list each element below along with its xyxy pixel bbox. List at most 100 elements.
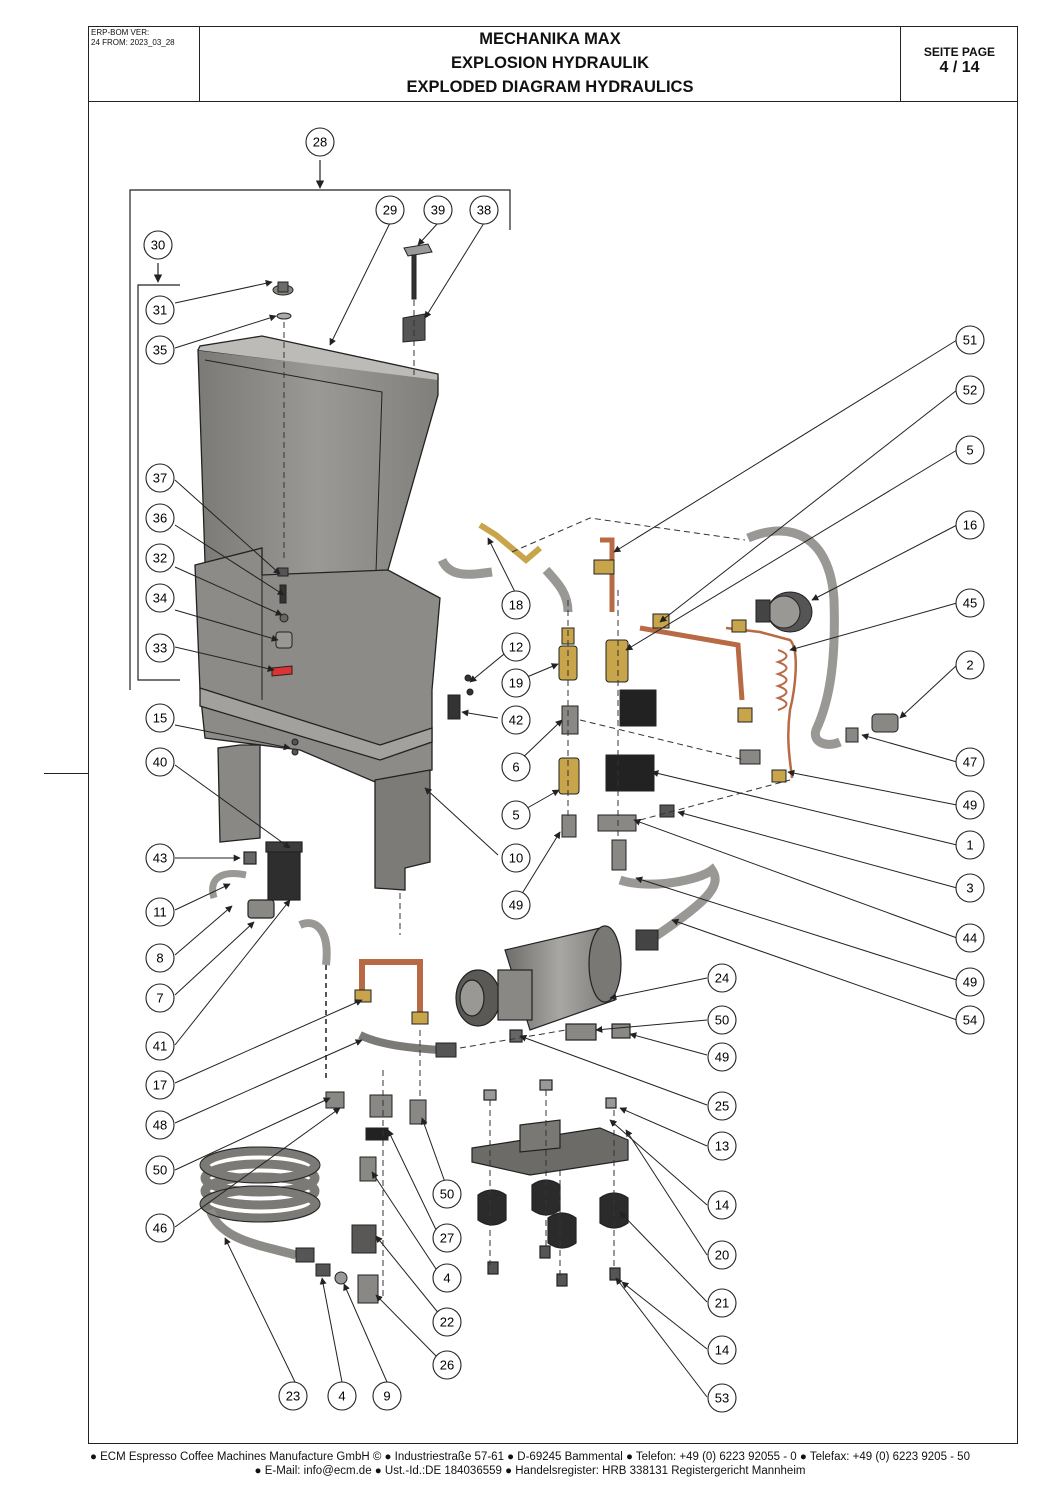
callout-label: 50 [153, 1163, 167, 1178]
callout-circle [423, 195, 453, 225]
callout-circle [432, 1223, 462, 1253]
callout-label: 3 [966, 881, 973, 896]
callout-13: 13 [707, 1131, 737, 1161]
callout-circle [501, 800, 531, 830]
callout-circle [501, 590, 531, 620]
callout-11: 11 [145, 897, 175, 927]
callout-2: 2 [955, 650, 985, 680]
callout-label: 14 [715, 1343, 729, 1358]
callout-49: 49 [501, 890, 531, 920]
callout-label: 31 [153, 303, 167, 318]
callout-circle [707, 1190, 737, 1220]
version-date: 24 FROM: 2023_03_28 [91, 38, 175, 47]
callout-49: 49 [955, 790, 985, 820]
callout-label: 36 [153, 511, 167, 526]
page-label: SEITE PAGE [923, 45, 996, 59]
tank-bracket [194, 547, 441, 891]
callout-label: 4 [338, 1389, 345, 1404]
callout-49: 49 [707, 1042, 737, 1072]
callout-31: 31 [145, 295, 175, 325]
callout-51: 51 [955, 325, 985, 355]
callout-50: 50 [145, 1155, 175, 1185]
callout-circle [327, 1381, 357, 1411]
callout-39: 39 [423, 195, 453, 225]
callout-label: 52 [963, 383, 977, 398]
callout-54: 54 [955, 1005, 985, 1035]
callout-label: 50 [440, 1187, 454, 1202]
callout-circle [955, 830, 985, 860]
callout-29: 29 [375, 195, 405, 225]
callout-label: 12 [509, 640, 523, 655]
callout-label: 45 [963, 596, 977, 611]
callout-circle [955, 588, 985, 618]
callout-label: 49 [963, 798, 977, 813]
callout-27: 27 [432, 1223, 462, 1253]
callout-12: 12 [501, 632, 531, 662]
callout-10: 10 [501, 843, 531, 873]
callout-5: 5 [501, 800, 531, 830]
callout-24: 24 [707, 963, 737, 993]
callout-label: 44 [963, 931, 977, 946]
callout-label: 4 [443, 1271, 450, 1286]
callout-label: 17 [153, 1078, 167, 1093]
pipes-left [325, 959, 441, 1080]
callout-circle [707, 1383, 737, 1413]
callout-32: 32 [145, 543, 175, 573]
callout-label: 49 [963, 975, 977, 990]
callout-circle [955, 325, 985, 355]
callout-19: 19 [501, 668, 531, 698]
callout-circle [707, 1091, 737, 1121]
callout-circle [955, 790, 985, 820]
callout-label: 43 [153, 851, 167, 866]
callout-circle [278, 1381, 308, 1411]
callout-circle [145, 943, 175, 973]
callout-circle [375, 195, 405, 225]
callout-circle [145, 703, 175, 733]
callout-47: 47 [955, 747, 985, 777]
title-line-3: EXPLODED DIAGRAM HYDRAULICS [406, 78, 694, 96]
callout-label: 26 [440, 1358, 454, 1373]
callout-circle [143, 230, 173, 260]
pump-base [471, 1079, 629, 1287]
callout-circle [501, 890, 531, 920]
callout-label: 24 [715, 971, 729, 986]
callout-circle [145, 295, 175, 325]
callout-18: 18 [501, 590, 531, 620]
callout-circle [145, 335, 175, 365]
fold-mark [44, 773, 88, 774]
callout-35: 35 [145, 335, 175, 365]
callout-33: 33 [145, 633, 175, 663]
callout-50: 50 [432, 1179, 462, 1209]
right-hoses [618, 526, 842, 944]
callout-circle [145, 1070, 175, 1100]
callout-circle [707, 1288, 737, 1318]
callout-6: 6 [501, 752, 531, 782]
callout-label: 29 [383, 203, 397, 218]
callout-label: 30 [151, 238, 165, 253]
callout-37: 37 [145, 463, 175, 493]
callout-label: 7 [156, 991, 163, 1006]
callout-circle [372, 1381, 402, 1411]
callout-16: 16 [955, 510, 985, 540]
callout-30: 30 [143, 230, 173, 260]
callout-circle [145, 983, 175, 1013]
document-title: MECHANIKA MAX EXPLOSION HYDRAULIK EXPLOD… [200, 26, 900, 101]
callout-28: 28 [305, 127, 335, 157]
callout-circle [707, 1335, 737, 1365]
callout-label: 5 [512, 808, 519, 823]
callout-label: 11 [153, 905, 167, 920]
callout-43: 43 [145, 843, 175, 873]
callout-label: 22 [440, 1315, 454, 1330]
callout-circle [707, 1042, 737, 1072]
callout-circle [955, 375, 985, 405]
callout-50: 50 [707, 1005, 737, 1035]
callout-41: 41 [145, 1031, 175, 1061]
callout-circle [145, 1110, 175, 1140]
footer-line-1: ● ECM Espresso Coffee Machines Manufactu… [90, 1451, 970, 1463]
callout-42: 42 [501, 705, 531, 735]
callout-circle [145, 633, 175, 663]
callout-circle [955, 873, 985, 903]
assembly-lines [283, 300, 791, 1300]
callout-circle [145, 503, 175, 533]
